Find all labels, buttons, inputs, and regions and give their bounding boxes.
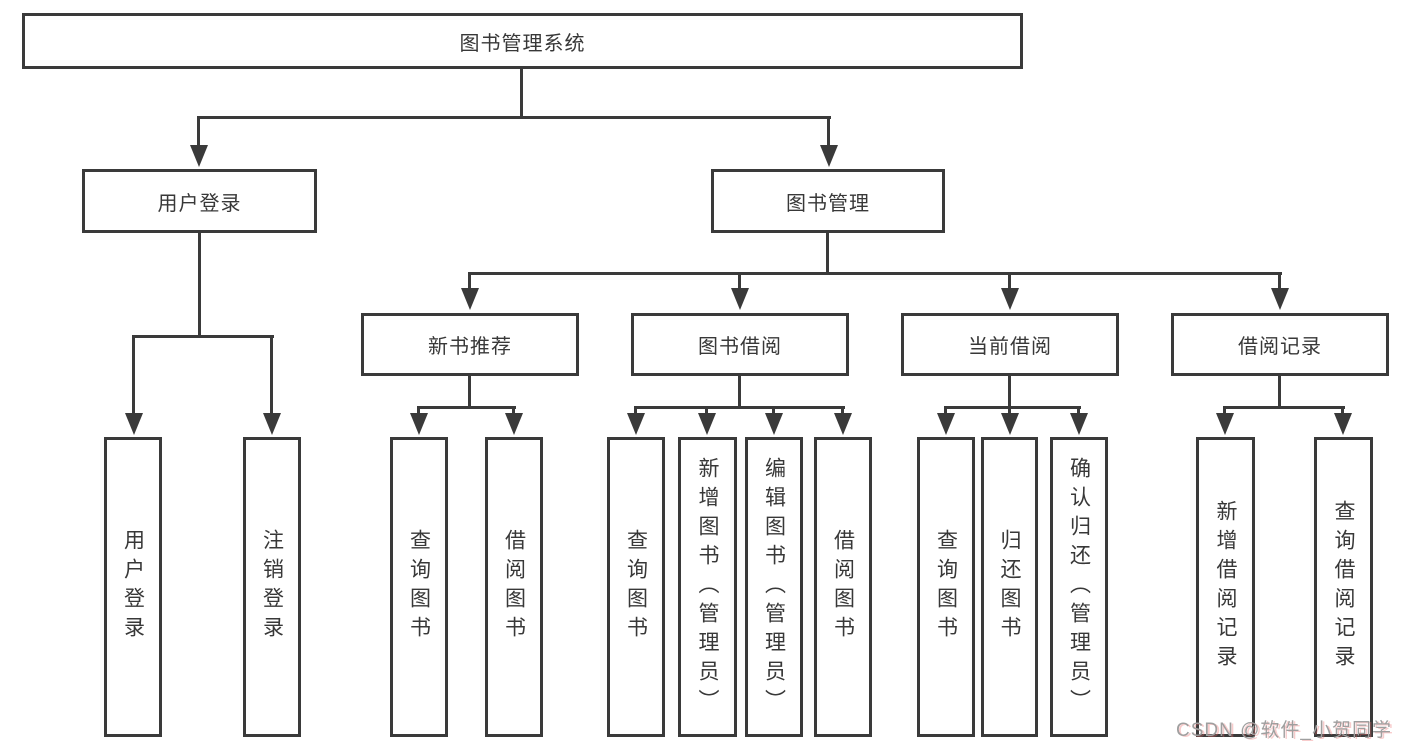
node-label: 图书借阅 xyxy=(698,336,782,358)
connector-stem-current-borrow xyxy=(1008,272,1011,290)
node-label: 查询借阅记录 xyxy=(1332,500,1355,674)
leaf-rec-borrow-book: 借阅图书 xyxy=(485,437,543,737)
arrow-down-icon xyxy=(1001,288,1019,310)
leaf-rec-query-book: 查询图书 xyxy=(390,437,448,737)
node-borrowing-records: 借阅记录 xyxy=(1171,313,1389,376)
arrow-down-icon xyxy=(263,413,281,435)
connector-stem-login-user xyxy=(132,335,135,417)
connector-mgmt-bar xyxy=(468,272,1282,275)
connector-stem-br-query xyxy=(1341,406,1344,415)
node-label: 用户登录 xyxy=(121,529,145,645)
node-label: 查询图书 xyxy=(407,529,431,645)
connector-cb-stem xyxy=(1008,376,1011,409)
connector-stem-new-book-rec xyxy=(468,272,471,290)
node-label: 图书管理 xyxy=(786,192,870,215)
connector-rec-stem xyxy=(468,376,471,409)
node-label: 图书管理系统 xyxy=(459,32,586,55)
node-label: 新增借阅记录 xyxy=(1214,500,1237,674)
node-current-borrowing: 当前借阅 xyxy=(901,313,1119,376)
connector-stem-rec-query xyxy=(417,406,420,415)
arrow-down-icon xyxy=(627,413,645,435)
node-book-borrowing: 图书借阅 xyxy=(631,313,849,376)
node-new-book-recommend: 新书推荐 xyxy=(361,313,579,376)
connector-login-stem xyxy=(198,233,201,336)
connector-stem-cb-confirm xyxy=(1077,406,1080,415)
connector-stem-rec-borrow xyxy=(512,406,515,415)
connector-stem-bb-edit xyxy=(772,406,775,415)
leaf-logout: 注销登录 xyxy=(243,437,301,737)
leaf-br-query-record: 查询借阅记录 xyxy=(1314,437,1373,737)
arrow-down-icon xyxy=(937,413,955,435)
connector-stem-user-login xyxy=(197,116,200,150)
arrow-down-icon xyxy=(410,413,428,435)
leaf-bb-query-book: 查询图书 xyxy=(607,437,665,737)
node-label: 用户登录 xyxy=(157,192,242,215)
connector-stem-cb-return xyxy=(1008,406,1011,415)
arrow-down-icon xyxy=(461,288,479,310)
node-label: 新书推荐 xyxy=(428,336,512,358)
arrow-down-icon xyxy=(125,413,143,435)
node-label: 注销登录 xyxy=(260,529,284,645)
leaf-cb-return-book: 归还图书 xyxy=(981,437,1038,737)
arrow-down-icon xyxy=(698,413,716,435)
connector-stem-book-mgmt xyxy=(827,116,830,150)
arrow-down-icon xyxy=(1334,413,1352,435)
node-label: 归还图书 xyxy=(998,529,1021,645)
arrow-down-icon xyxy=(1271,288,1289,310)
connector-bb-stem xyxy=(738,376,741,409)
arrow-down-icon xyxy=(731,288,749,310)
connector-stem-bb-borrow xyxy=(841,406,844,415)
connector-login-bar xyxy=(132,335,274,338)
arrow-down-icon xyxy=(1216,413,1234,435)
connector-bb-bar xyxy=(634,406,845,409)
arrow-down-icon xyxy=(1070,413,1088,435)
node-label: 查询图书 xyxy=(934,529,958,645)
node-label: 借阅图书 xyxy=(502,529,526,645)
node-label: 借阅记录 xyxy=(1238,336,1322,358)
arrow-down-icon xyxy=(1001,413,1019,435)
leaf-cb-query-book: 查询图书 xyxy=(917,437,975,737)
arrow-down-icon xyxy=(820,145,838,167)
arrow-down-icon xyxy=(505,413,523,435)
connector-stem-cb-query xyxy=(944,406,947,415)
leaf-br-add-record: 新增借阅记录 xyxy=(1196,437,1255,737)
csdn-watermark: CSDN @软件_小贺同学 xyxy=(1176,720,1392,741)
node-label: 新增图书（管理员） xyxy=(696,456,719,718)
connector-stem-login-logout xyxy=(270,335,273,417)
leaf-bb-edit-book-admin: 编辑图书（管理员） xyxy=(745,437,803,737)
leaf-bb-borrow-book: 借阅图书 xyxy=(814,437,872,737)
connector-br-bar xyxy=(1223,406,1345,409)
connector-rec-bar xyxy=(417,406,516,409)
node-book-management: 图书管理 xyxy=(711,169,945,233)
arrow-down-icon xyxy=(190,145,208,167)
leaf-user-login: 用户登录 xyxy=(104,437,162,737)
connector-stem-br-add xyxy=(1223,406,1226,415)
connector-stem-book-borrow xyxy=(738,272,741,290)
node-label: 当前借阅 xyxy=(968,336,1052,358)
node-label: 查询图书 xyxy=(624,529,648,645)
leaf-bb-add-book-admin: 新增图书（管理员） xyxy=(678,437,737,737)
node-user-login: 用户登录 xyxy=(82,169,317,233)
node-label: 确认归还（管理员） xyxy=(1067,456,1091,718)
connector-stem-borrow-record xyxy=(1278,272,1281,290)
connector-mgmt-stem xyxy=(826,233,829,275)
connector-root-bar xyxy=(197,116,831,119)
node-library-management-system: 图书管理系统 xyxy=(22,13,1023,69)
arrow-down-icon xyxy=(765,413,783,435)
leaf-cb-confirm-return-admin: 确认归还（管理员） xyxy=(1050,437,1108,737)
connector-cb-bar xyxy=(944,406,1081,409)
node-label: 借阅图书 xyxy=(831,529,855,645)
connector-root-stem xyxy=(520,69,523,117)
arrow-down-icon xyxy=(834,413,852,435)
connector-stem-bb-add xyxy=(705,406,708,415)
connector-stem-bb-query xyxy=(634,406,637,415)
node-label: 编辑图书（管理员） xyxy=(762,456,786,718)
connector-br-stem xyxy=(1278,376,1281,409)
